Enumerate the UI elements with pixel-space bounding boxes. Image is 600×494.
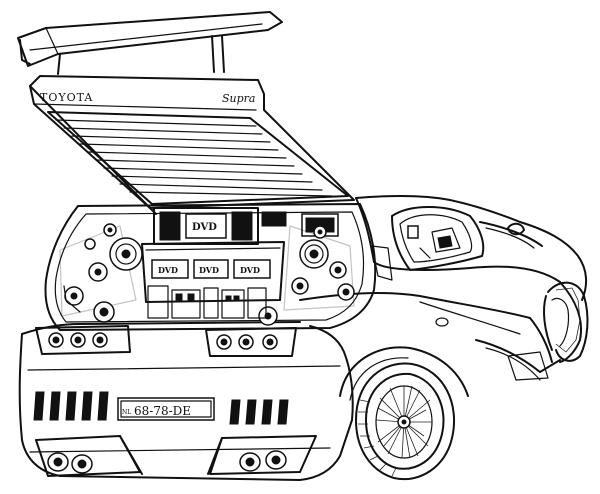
tail-lights bbox=[35, 325, 297, 357]
trunk-audio-system: DVD bbox=[44, 203, 377, 331]
model-badge: Supra bbox=[222, 92, 255, 105]
hatch-louvers bbox=[55, 119, 333, 197]
brand-badge: TOYOTA bbox=[40, 91, 93, 104]
dvd-unit-3: DVD bbox=[240, 265, 260, 275]
dvd-main-label: DVD bbox=[192, 222, 217, 233]
dvd-unit-2: DVD bbox=[199, 265, 219, 275]
hatch-lid: TOYOTA Supra bbox=[29, 75, 355, 209]
plate-prefix: NL bbox=[122, 409, 131, 416]
license-plate bbox=[117, 397, 215, 421]
dvd-units: DVD DVD DVD bbox=[151, 259, 271, 279]
plate-number: 68-78-DE bbox=[134, 404, 191, 418]
amplifiers bbox=[147, 285, 267, 319]
bumper-vents-left bbox=[33, 391, 109, 421]
right-speakers bbox=[258, 225, 355, 326]
exhaust-tips bbox=[47, 450, 287, 474]
front-wheel bbox=[543, 281, 589, 362]
bumper-vents-right bbox=[229, 399, 289, 425]
left-speakers bbox=[64, 223, 143, 323]
rear-bumper: NL 68-78-DE bbox=[18, 321, 354, 481]
rear-wheel bbox=[339, 346, 469, 481]
car-body bbox=[299, 195, 588, 381]
rim-spokes bbox=[375, 385, 432, 459]
rear-spoiler bbox=[17, 11, 283, 75]
dvd-unit-1: DVD bbox=[158, 265, 178, 275]
